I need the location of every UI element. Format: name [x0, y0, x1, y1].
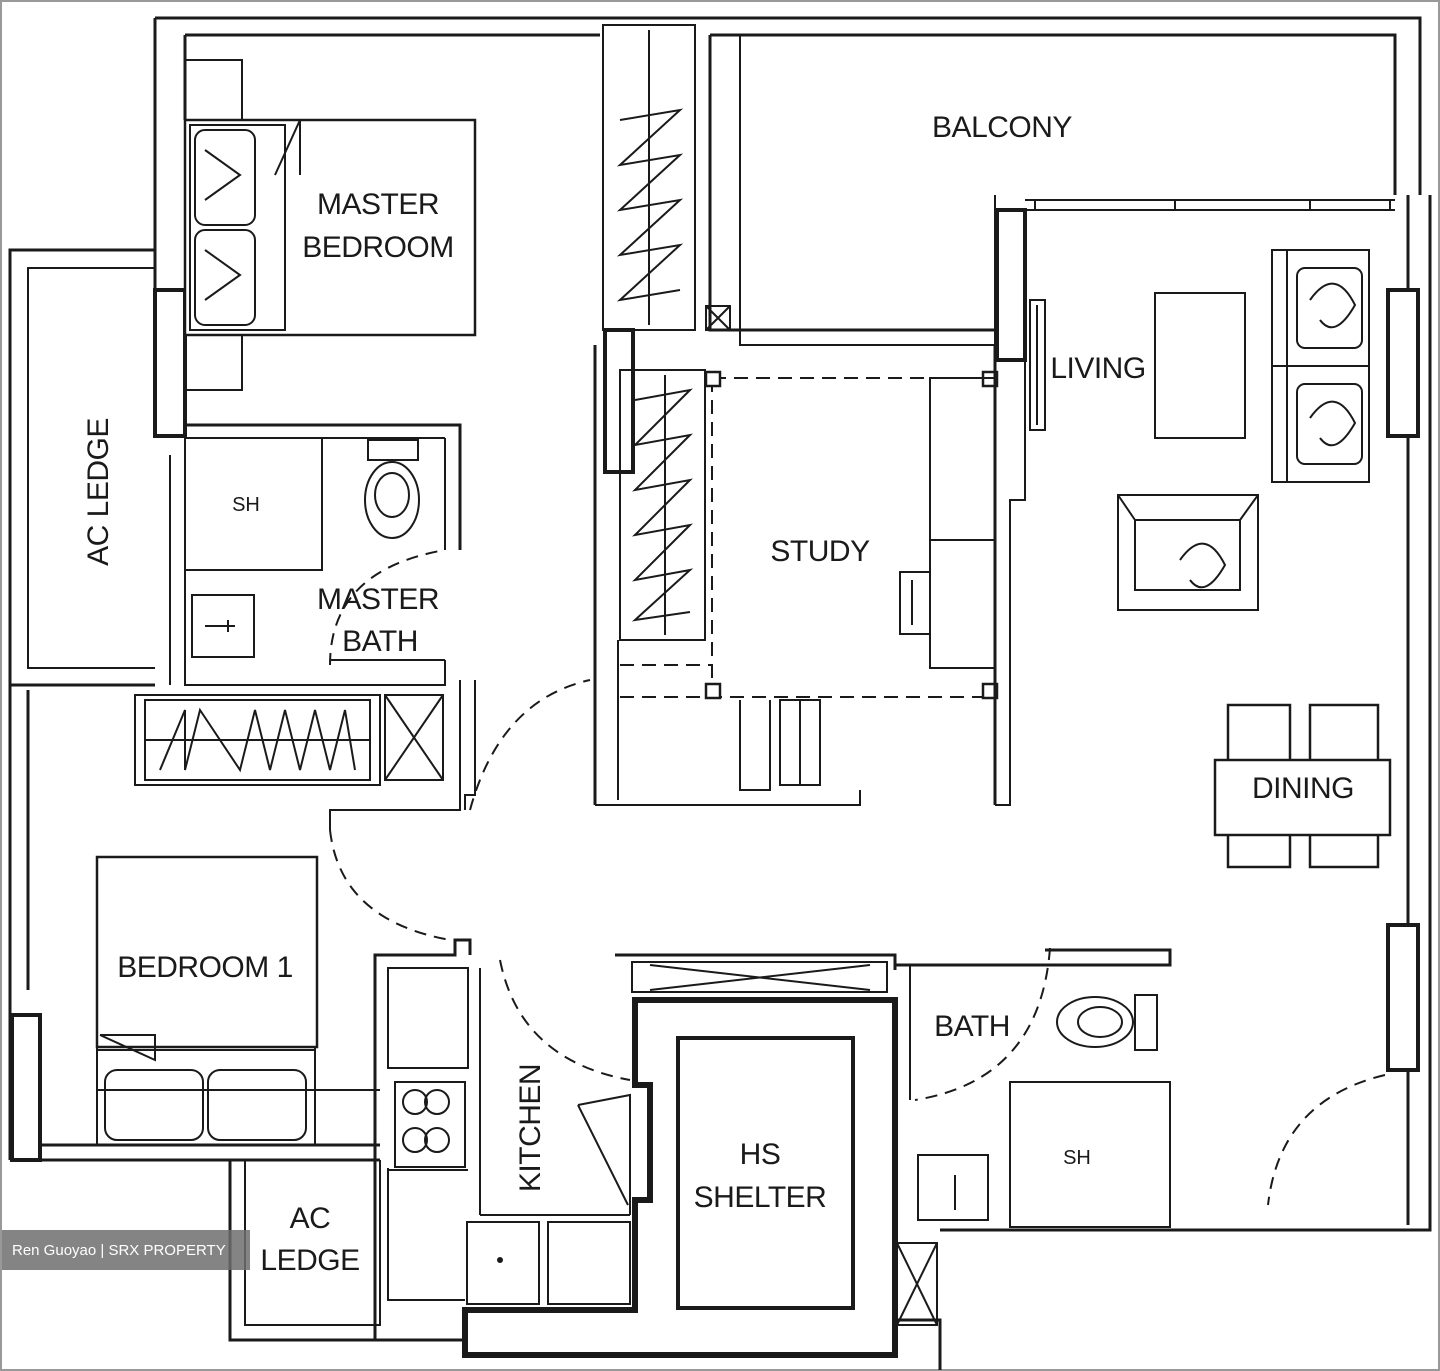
label-sh-master: SH: [232, 494, 260, 516]
label-master-bath-2: BATH: [342, 625, 418, 658]
study-shelf: [739, 699, 821, 791]
watermark-text: Ren Guoyao | SRX PROPERTY: [12, 1242, 226, 1259]
living: [1029, 249, 1370, 611]
label-master-bedroom-2: BEDROOM: [302, 231, 454, 264]
label-study: STUDY: [770, 535, 870, 568]
watermark: Ren Guoyao | SRX PROPERTY: [2, 1230, 250, 1270]
balcony-area: [705, 35, 1395, 360]
sofa-living: [1271, 249, 1370, 483]
kitchen: [373, 938, 631, 1340]
label-ac-ledge-side: AC LEDGE: [82, 418, 115, 566]
toilet-master: [364, 439, 420, 539]
wardrobe-top: [602, 24, 696, 331]
label-bedroom-1: BEDROOM 1: [117, 951, 293, 984]
master-bedroom: [183, 59, 477, 391]
label-sh-bath: SH: [1063, 1147, 1091, 1169]
label-dining: DINING: [1252, 772, 1354, 805]
armchair-living: [1117, 494, 1259, 611]
label-living: LIVING: [1050, 352, 1145, 385]
wardrobe-study: [593, 345, 861, 806]
label-kitchen: KITCHEN: [514, 1064, 547, 1192]
label-hs-shelter-2: SHELTER: [694, 1181, 827, 1214]
label-balcony: BALCONY: [932, 111, 1072, 144]
label-ac-ledge-bottom-1: AC: [290, 1202, 331, 1235]
room-labels: BALCONY MASTER BEDROOM LIVING AC LEDGE S…: [82, 111, 1355, 1277]
label-bath: BATH: [934, 1010, 1010, 1043]
bath: [895, 948, 1172, 1326]
label-ac-ledge-bottom-2: LEDGE: [260, 1244, 359, 1277]
bedroom-1: [95, 855, 380, 1146]
toilet-bath: [1056, 994, 1158, 1051]
bed-bedroom-1: [96, 1049, 316, 1146]
label-hs-shelter-1: HS: [740, 1138, 781, 1171]
doors: [329, 679, 1386, 1206]
bed-master: [189, 124, 286, 331]
dining: [1213, 703, 1392, 869]
label-master-bath-1: MASTER: [317, 583, 439, 616]
wardrobe-mid: [134, 680, 476, 830]
hs-shelter: [462, 953, 898, 1358]
label-master-bedroom-1: MASTER: [317, 188, 439, 221]
master-bath: [169, 423, 462, 686]
study: [620, 345, 1026, 806]
